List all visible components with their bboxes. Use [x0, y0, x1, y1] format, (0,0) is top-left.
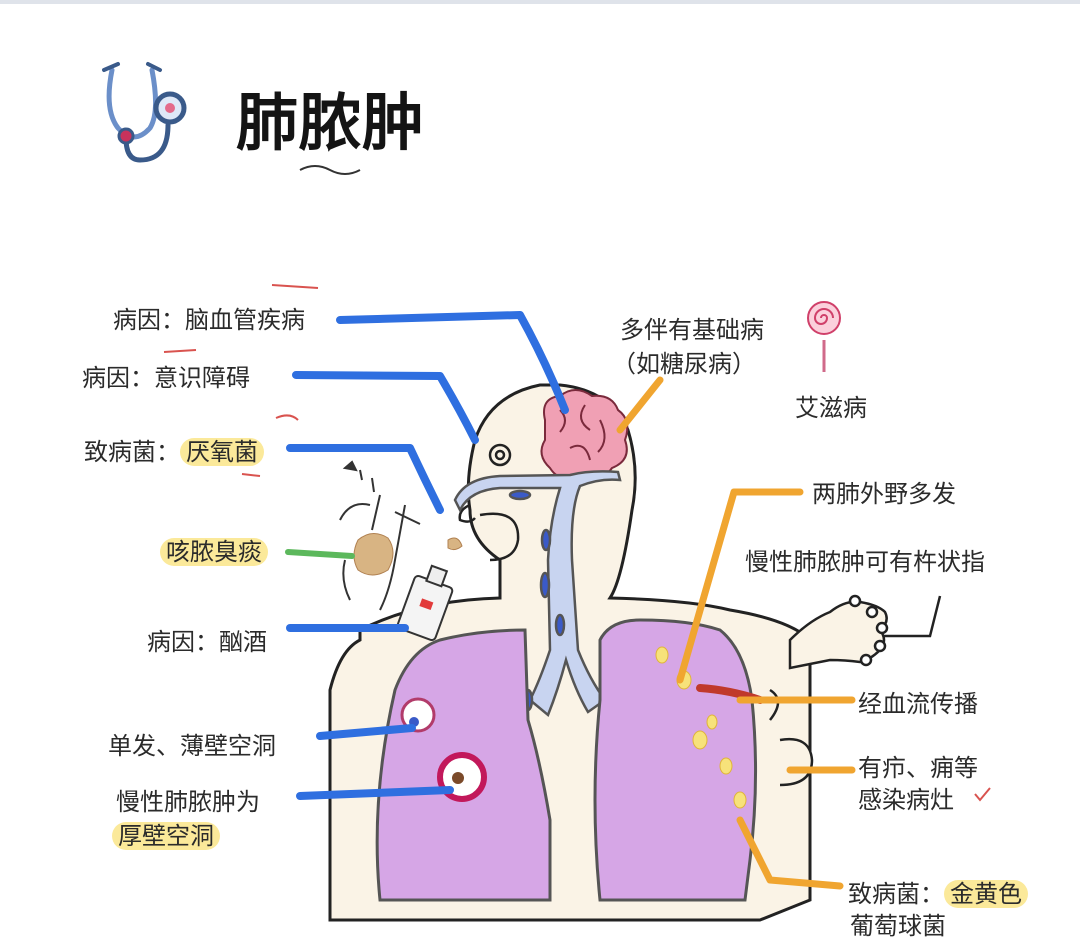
label-chronic-line1: 慢性肺脓肿为 [116, 788, 260, 816]
label-cough-sputum: 咳脓臭痰 [160, 536, 268, 568]
hand-outline [788, 594, 889, 670]
label-bilateral-peripheral: 两肺外野多发 [812, 480, 956, 508]
label-clubbing: 慢性肺脓肿可有杵状指 [745, 548, 985, 576]
label-underlying-disease-1: 多伴有基础病 [620, 316, 764, 344]
right-lung [593, 618, 758, 902]
green-leader-line [285, 549, 355, 559]
label-infection-focus-1: 有疖、痈等 [858, 754, 978, 782]
sputum [353, 533, 463, 576]
label-cough-sputum-text: 咳脓臭痰 [160, 538, 268, 566]
lollipop-icon [807, 301, 841, 372]
black-leader-line [884, 595, 942, 638]
hand-sketch [339, 460, 421, 611]
top-border [0, 0, 1080, 4]
label-chronic-line2: 厚壁空洞 [112, 820, 220, 852]
label-cause-consciousness: 病因：意识障碍 [82, 364, 250, 392]
red-dash [163, 284, 319, 477]
label-staph-2: 葡萄球菌 [850, 912, 946, 940]
label-pathogen-prefix: 致病菌： [84, 438, 180, 466]
label-hematogenous: 经血流传播 [858, 690, 978, 718]
face-detail [458, 443, 520, 562]
page-title: 肺脓肿 [236, 86, 426, 159]
label-aids: 艾滋病 [795, 394, 867, 422]
label-cause-alcohol: 病因：酗酒 [147, 628, 267, 656]
label-underlying-disease-2: （如糖尿病） [612, 350, 756, 378]
title-underline [299, 165, 361, 175]
label-pathogen-anaerobe: 致病菌：厌氧菌 [84, 436, 264, 468]
label-thick-cavity: 厚壁空洞 [112, 822, 220, 850]
label-staph: 致病菌：金黄色 [848, 878, 1028, 910]
stethoscope-icon [102, 62, 187, 163]
label-anaerobe: 厌氧菌 [180, 438, 264, 466]
label-cause-cerebrovascular: 病因：脑血管疾病 [113, 306, 305, 334]
liquor-bottle [396, 564, 454, 642]
label-staph-gold: 金黄色 [944, 880, 1028, 908]
label-single-thin-cavity: 单发、薄壁空洞 [108, 732, 276, 760]
brain [540, 389, 629, 481]
label-staph-prefix: 致病菌： [848, 880, 944, 908]
orange-leader-lines [616, 376, 856, 890]
check-mark-icon [974, 787, 991, 802]
label-infection-focus-2: 感染病灶 [858, 786, 954, 814]
blue-leader-lines [286, 311, 569, 800]
abscess-spots [655, 646, 747, 809]
skin-lesions [769, 688, 814, 787]
